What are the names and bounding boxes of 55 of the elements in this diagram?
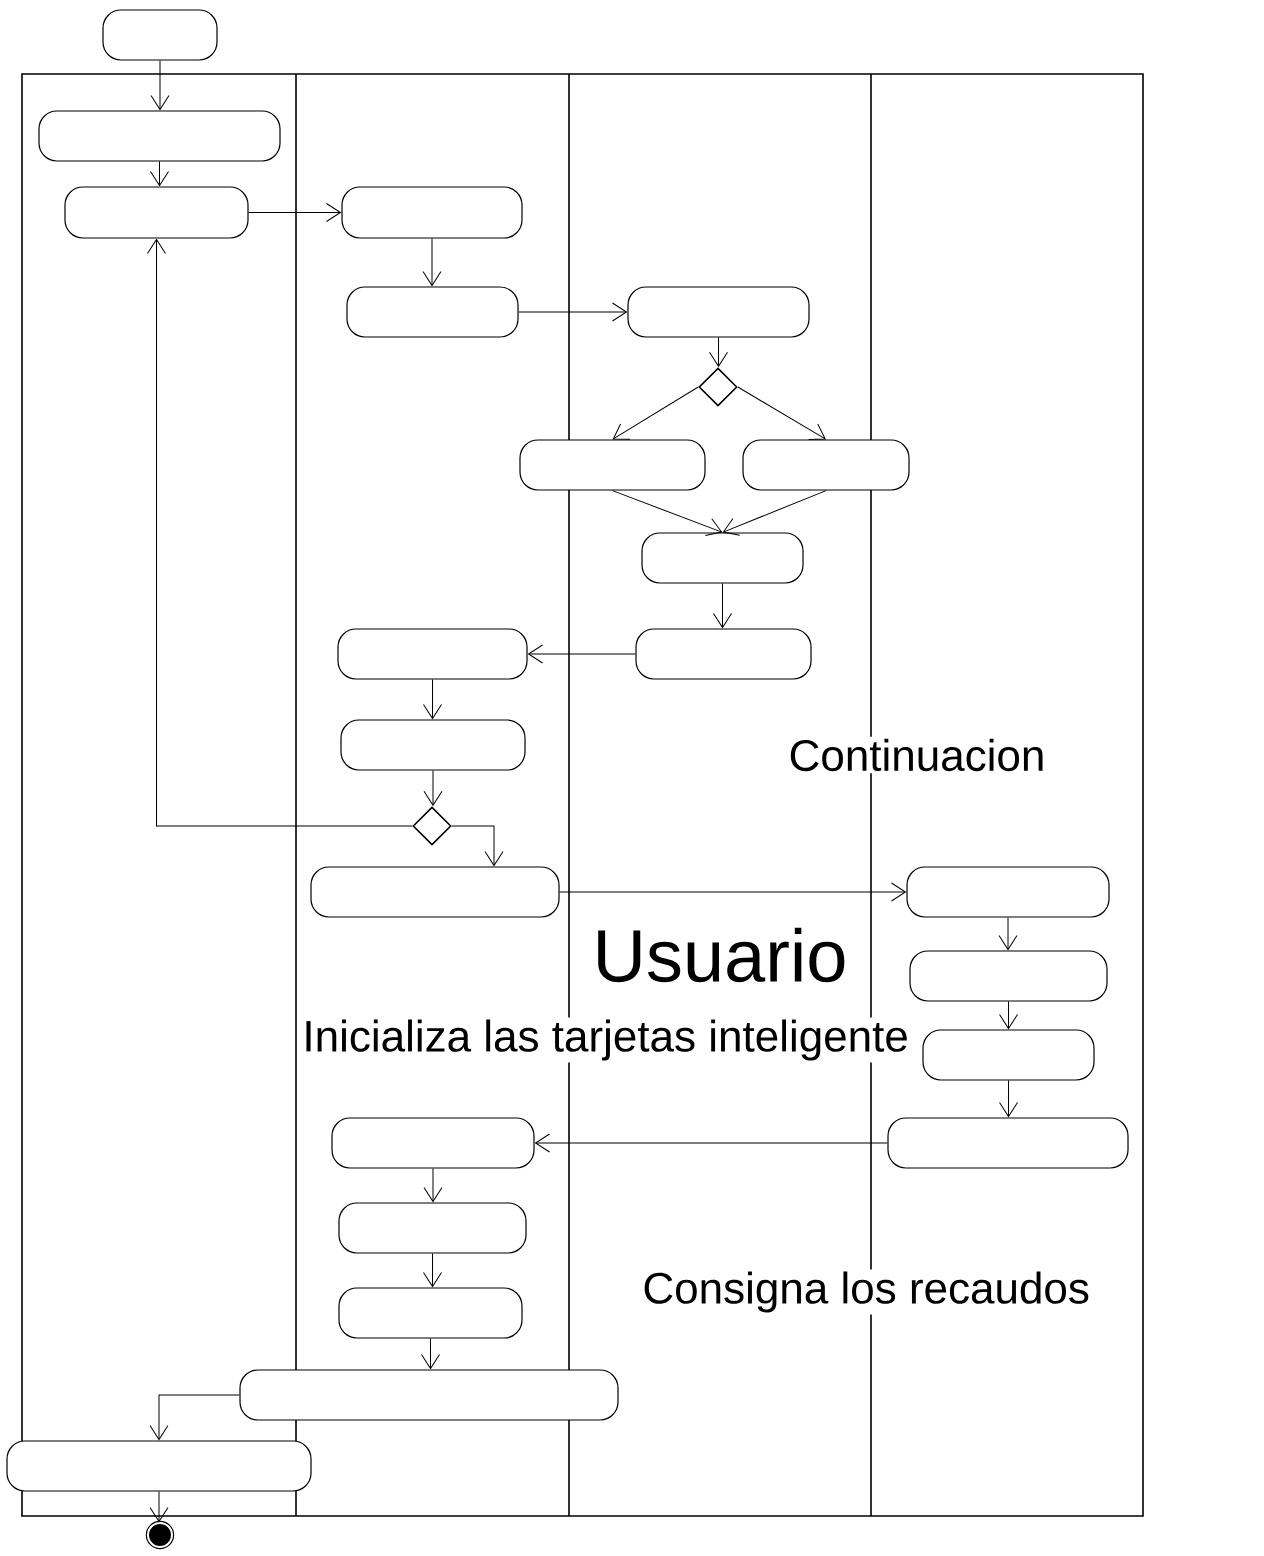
activity-box: [641, 532, 804, 584]
arrow: [528, 644, 636, 664]
arrow: [713, 583, 732, 628]
arrow: [149, 1394, 240, 1440]
arrow: [612, 490, 723, 536]
activity-box: [331, 1117, 535, 1169]
activity-box: [742, 439, 910, 491]
caption-text: Consigna los recaudos: [640, 1269, 1092, 1315]
arrow: [737, 386, 826, 440]
arrow: [612, 386, 699, 440]
arrow: [150, 60, 170, 110]
activity-box: [906, 866, 1110, 918]
arrow: [150, 161, 169, 186]
caption-text: Inicializa las tarjetas inteligente: [300, 1017, 911, 1063]
activity-box: [909, 950, 1108, 1002]
activity-box: [341, 186, 523, 239]
arrow: [999, 1001, 1018, 1029]
arrow: [423, 679, 442, 719]
caption-text: Usuario: [590, 925, 850, 985]
arrow: [423, 770, 443, 806]
decision-diamond: [698, 367, 738, 407]
activity-box: [338, 1287, 523, 1339]
arrow: [518, 302, 627, 322]
arrow: [451, 825, 504, 866]
activity-box: [64, 186, 249, 239]
arrow: [709, 337, 728, 367]
activity-box: [239, 1369, 619, 1421]
activity-box: [38, 110, 281, 162]
end-node: [145, 1520, 175, 1550]
activity-box: [519, 439, 706, 491]
arrow: [147, 239, 413, 827]
activity-box: [102, 9, 218, 61]
arrow: [423, 1253, 442, 1287]
activity-box: [337, 628, 528, 680]
activity-box: [635, 628, 812, 680]
activity-box: [340, 719, 526, 771]
activity-box: [887, 1117, 1129, 1169]
decision-diamond: [412, 806, 452, 846]
activity-box: [922, 1029, 1095, 1081]
activity-box: [338, 1202, 527, 1254]
arrow: [722, 490, 827, 536]
arrow: [248, 203, 341, 222]
arrow: [535, 1133, 888, 1153]
arrow: [559, 882, 906, 902]
arrow: [422, 238, 442, 286]
arrow: [149, 1491, 169, 1522]
activity-box: [627, 286, 810, 338]
arrow: [998, 917, 1018, 950]
caption-text: Continuacion: [786, 736, 1048, 774]
arrow: [421, 1338, 440, 1369]
arrow: [999, 1080, 1018, 1117]
arrow: [423, 1168, 443, 1202]
activity-box: [310, 866, 560, 918]
activity-box: [346, 286, 519, 338]
activity-box: [6, 1440, 312, 1492]
